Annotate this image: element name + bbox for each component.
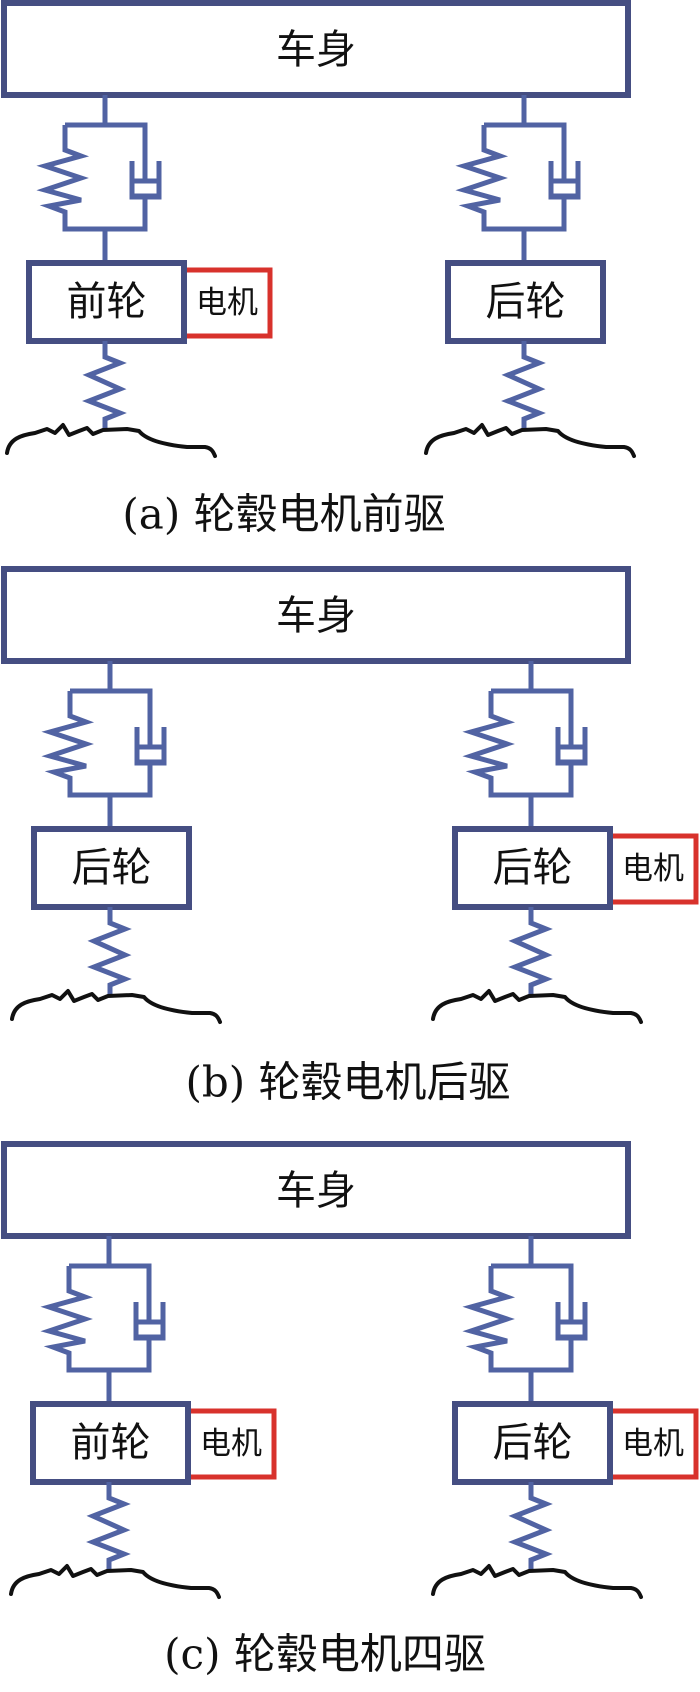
rear-motor-label: 电机 — [622, 1426, 684, 1462]
front-wheel-label: 前轮 — [71, 1420, 151, 1466]
rear-frame-top — [491, 1263, 574, 1322]
front-spring-icon — [40, 1266, 152, 1373]
front-motor: 电机 — [181, 267, 273, 339]
front-frame-top — [69, 1263, 152, 1322]
rear-spring-icon — [462, 691, 574, 798]
front-wheel: 后轮 — [31, 826, 192, 910]
rear-frame-top — [484, 122, 567, 181]
rear-wheel-label: 后轮 — [486, 279, 566, 325]
rear-motor: 电机 — [607, 833, 699, 905]
front-damper-piston — [134, 744, 167, 765]
rear-tire-spring-icon — [508, 907, 553, 997]
rear-tire-spring-icon — [501, 341, 546, 431]
rear-ground-icon — [431, 1564, 643, 1599]
rear-wheel-label: 后轮 — [493, 845, 573, 891]
front-frame-top — [70, 688, 153, 747]
front-motor-box — [185, 1408, 277, 1480]
panel-caption: (c) 轮毂电机四驱 — [164, 1630, 486, 1679]
rear-frame-top — [491, 688, 574, 747]
car-body-label: 车身 — [276, 27, 356, 73]
front-ground-icon — [5, 423, 217, 458]
front-damper-piston — [129, 178, 162, 199]
front-spring-icon — [36, 125, 148, 232]
rear-motor-label: 电机 — [622, 851, 684, 887]
rear-spring-icon — [455, 125, 567, 232]
car-body-label: 车身 — [276, 1168, 356, 1214]
rear-wheel: 后轮 — [445, 260, 606, 344]
rear-ground-icon — [424, 423, 636, 458]
front-tire-spring-icon — [82, 341, 127, 431]
rear-damper-piston — [548, 178, 581, 199]
rear-wheel-box — [452, 826, 613, 910]
front-ground-icon — [10, 989, 222, 1024]
front-wheel: 电机 前轮 — [26, 260, 273, 344]
rear-wheel: 电机 后轮 — [452, 1401, 699, 1485]
car-body-box — [1, 1141, 631, 1239]
front-wheel-label: 后轮 — [72, 845, 152, 891]
front-motor-label: 电机 — [200, 1426, 262, 1462]
rear-wheel-box — [445, 260, 606, 344]
rear-motor-box — [607, 1408, 699, 1480]
rear-wheel-box — [452, 1401, 613, 1485]
panel-caption: (a) 轮毂电机前驱 — [122, 490, 445, 539]
panel-caption: (b) 轮毂电机后驱 — [185, 1058, 510, 1107]
rear-spring-icon — [462, 1266, 574, 1373]
front-tire-spring-icon — [87, 907, 132, 997]
car-body-box — [1, 0, 631, 98]
front-ground-icon — [9, 1564, 221, 1599]
rear-wheel-label: 后轮 — [493, 1420, 573, 1466]
car-body: 车身 — [1, 1141, 631, 1239]
car-body: 车身 — [1, 0, 631, 98]
front-motor-label: 电机 — [196, 285, 258, 321]
front-wheel-box — [26, 260, 187, 344]
front-wheel: 电机 前轮 — [30, 1401, 277, 1485]
front-tire-spring-icon — [86, 1482, 131, 1572]
car-body: 车身 — [1, 566, 631, 664]
rear-ground-icon — [431, 989, 643, 1024]
rear-damper-piston — [555, 1319, 588, 1340]
front-damper-piston — [133, 1319, 166, 1340]
rear-tire-spring-icon — [508, 1482, 553, 1572]
car-body-box — [1, 566, 631, 664]
front-wheel-label: 前轮 — [67, 279, 147, 325]
front-frame-top — [65, 122, 148, 181]
front-spring-icon — [41, 691, 153, 798]
rear-wheel: 电机 后轮 — [452, 826, 699, 910]
rear-damper-piston — [555, 744, 588, 765]
car-body-label: 车身 — [276, 593, 356, 639]
front-motor: 电机 — [185, 1408, 277, 1480]
rear-motor: 电机 — [607, 1408, 699, 1480]
